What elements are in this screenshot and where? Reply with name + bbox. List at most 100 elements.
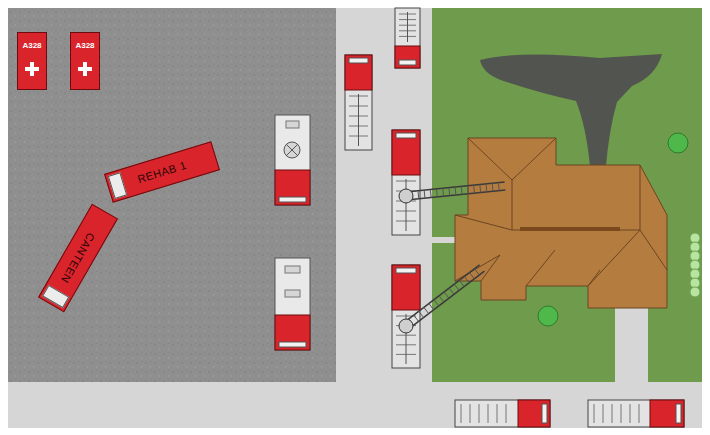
fire-apparatus (455, 400, 550, 427)
parking-lot (8, 8, 336, 382)
ladder-turntable (399, 189, 413, 203)
road (8, 8, 702, 428)
cross-bar (78, 67, 92, 71)
ladder-rung (430, 190, 432, 198)
ladder-rung (436, 189, 438, 197)
body-divider (407, 12, 408, 42)
roof-ridge (481, 255, 500, 281)
aerial-ladder (399, 265, 484, 333)
apparatus-body (345, 55, 372, 150)
hose-bed-line (470, 404, 471, 423)
apparatus-body (392, 130, 420, 235)
ladder-rung (469, 273, 474, 279)
apparatus-cab (392, 265, 420, 310)
hedge-bush (690, 287, 700, 297)
fire-apparatus (588, 400, 684, 427)
ambulance: A328 (70, 32, 100, 90)
ladder-rung (464, 276, 469, 282)
roof-ridge (588, 230, 640, 286)
ladder-rung (473, 185, 475, 193)
ladder-rung (448, 188, 450, 196)
ladder-rung (442, 188, 444, 196)
driveway (615, 300, 648, 382)
apparatus-body (395, 8, 420, 68)
windshield (396, 268, 416, 273)
apparatus-body (392, 265, 420, 368)
vehicle-body (275, 115, 310, 205)
apparatus-cab (650, 400, 684, 427)
apparatus-cab (392, 130, 420, 175)
support-truck: REHAB 1 (104, 141, 220, 202)
roof-mast-mark (286, 144, 298, 156)
ladder-rung (479, 185, 481, 193)
ladder-rung (454, 284, 459, 290)
hose-bed-line (594, 404, 595, 423)
ladder-rung (419, 311, 424, 317)
roof-ridge (468, 138, 512, 180)
windshield (396, 133, 416, 138)
windshield (349, 58, 368, 63)
ladder-rung (498, 183, 500, 191)
apparatus-body (588, 400, 684, 427)
roof-ridge (512, 138, 556, 180)
hose-bed-line (479, 404, 480, 423)
hose-bed-line (497, 404, 498, 423)
vehicle-label: CANTEEN (59, 231, 98, 286)
roof-mast (284, 142, 300, 158)
roof-ridge (640, 165, 641, 230)
tree (668, 133, 688, 153)
ladder-rail (408, 271, 484, 329)
ladder-rung (461, 186, 463, 194)
windshield (399, 60, 416, 65)
hose-bed-line (612, 404, 613, 423)
vehicle-label: A328 (22, 42, 41, 51)
roof-hatch (285, 266, 300, 273)
apparatus-body (455, 400, 550, 427)
cross-bar (25, 67, 39, 71)
windshield (542, 404, 547, 423)
roof-hatch (285, 290, 300, 297)
ladder-rung (439, 296, 444, 302)
ladder-turntable (399, 319, 413, 333)
ladder-rung (475, 269, 480, 275)
ladder-rung (455, 187, 457, 195)
ladder-rung (414, 315, 419, 321)
lawn (432, 8, 702, 382)
roof-ridge (526, 250, 555, 286)
fire-apparatus (395, 8, 420, 68)
medical-cross (24, 61, 40, 77)
ladder-rung (449, 288, 454, 294)
roof-ridge-beam (520, 227, 620, 231)
ambulance: A328 (17, 32, 47, 90)
apparatus-cab (395, 46, 420, 68)
hose-bed-line (639, 404, 640, 423)
apparatus-cab (518, 400, 550, 427)
ladder-rail (404, 265, 480, 323)
fire-apparatus (345, 55, 372, 150)
ladder-rung (444, 292, 449, 298)
roof-ridge (512, 180, 513, 230)
ladder-rung (424, 307, 429, 313)
windshield (279, 342, 306, 347)
ladder-rung (486, 184, 488, 192)
hose-bed-line (506, 404, 507, 423)
ladder-rung (492, 183, 494, 191)
ladder-rung (424, 190, 426, 198)
ladder-rung (417, 191, 419, 199)
roof-ridge (640, 230, 667, 270)
vehicle-cab (275, 170, 310, 205)
house-roof (455, 138, 667, 308)
body-divider (406, 179, 407, 231)
vehicle-label: REHAB 1 (136, 159, 188, 185)
vehicle-body (275, 258, 310, 350)
hose-bed-line (461, 404, 462, 423)
apparatus-cab (345, 55, 372, 90)
fire-apparatus (392, 265, 420, 368)
support-truck: CANTEEN (38, 204, 118, 313)
truck-cab (42, 285, 69, 308)
vehicle-cab (275, 315, 310, 350)
ladder-rung (429, 303, 434, 309)
hose-bed-line (488, 404, 489, 423)
